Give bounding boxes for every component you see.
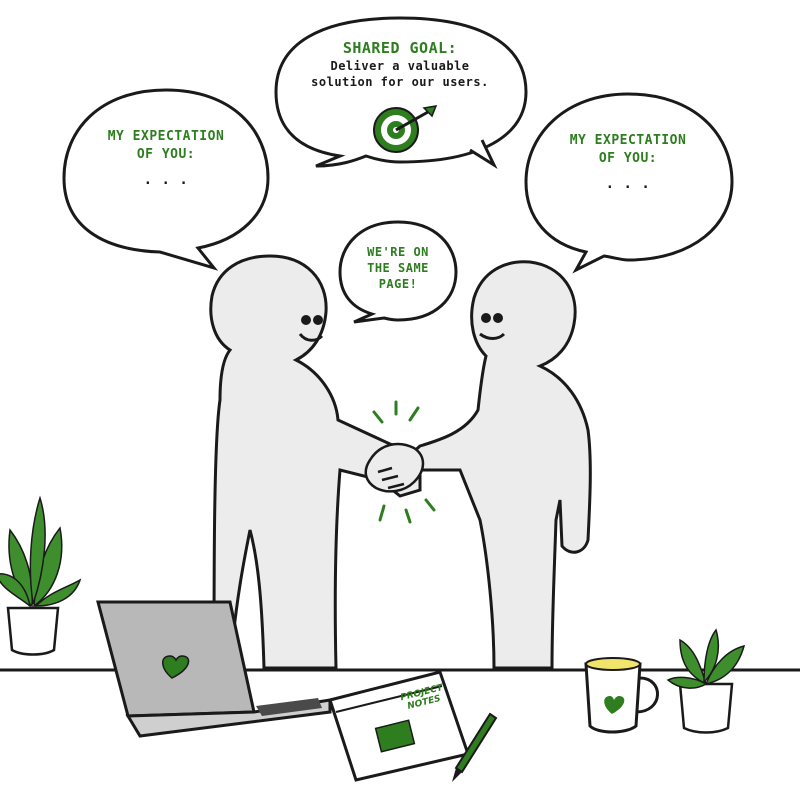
heart-icon	[604, 696, 625, 714]
same-page-line2: THE SAME	[367, 261, 429, 276]
left-bubble-text: MY EXPECTATION OF YOU: . . .	[86, 128, 246, 190]
same-page-text: WE'RE ON THE SAME PAGE!	[348, 244, 448, 293]
project-notebook	[328, 670, 470, 782]
sparkle-icon	[372, 400, 436, 524]
right-bubble-ellipsis: . . .	[605, 176, 651, 193]
left-face	[298, 315, 324, 342]
handshake	[364, 442, 425, 493]
shared-goal-text: SHARED GOAL: Deliver a valuable solution…	[300, 38, 500, 91]
right-bubble-line2: OF YOU:	[598, 150, 658, 166]
right-bubble-line1: MY EXPECTATION	[569, 133, 687, 148]
shared-goal-bubble	[274, 16, 528, 170]
left-expectation-bubble	[62, 88, 270, 271]
target-icon	[373, 105, 438, 153]
same-page-line1: WE'RE ON	[367, 245, 429, 259]
right-expectation-bubble	[524, 92, 734, 274]
pen-icon	[452, 712, 498, 782]
left-bubble-line2: OF YOU:	[136, 146, 196, 162]
same-page-bubble	[338, 220, 458, 324]
mug-icon	[584, 657, 659, 734]
laptop	[96, 600, 332, 738]
plant-icon	[0, 495, 82, 656]
left-bubble-ellipsis: . . .	[143, 172, 189, 189]
heart-icon	[162, 655, 190, 679]
right-figure	[399, 260, 592, 670]
same-page-line3: PAGE!	[378, 277, 418, 292]
plant-icon	[666, 628, 746, 734]
shared-goal-line1: Deliver a valuable	[330, 59, 470, 74]
left-bubble-line1: MY EXPECTATION	[107, 129, 225, 144]
right-face	[479, 313, 506, 340]
shared-goal-title: SHARED GOAL:	[342, 39, 458, 57]
shared-goal-line2: solution for our users.	[311, 75, 489, 90]
right-bubble-text: MY EXPECTATION OF YOU: . . .	[548, 132, 708, 194]
